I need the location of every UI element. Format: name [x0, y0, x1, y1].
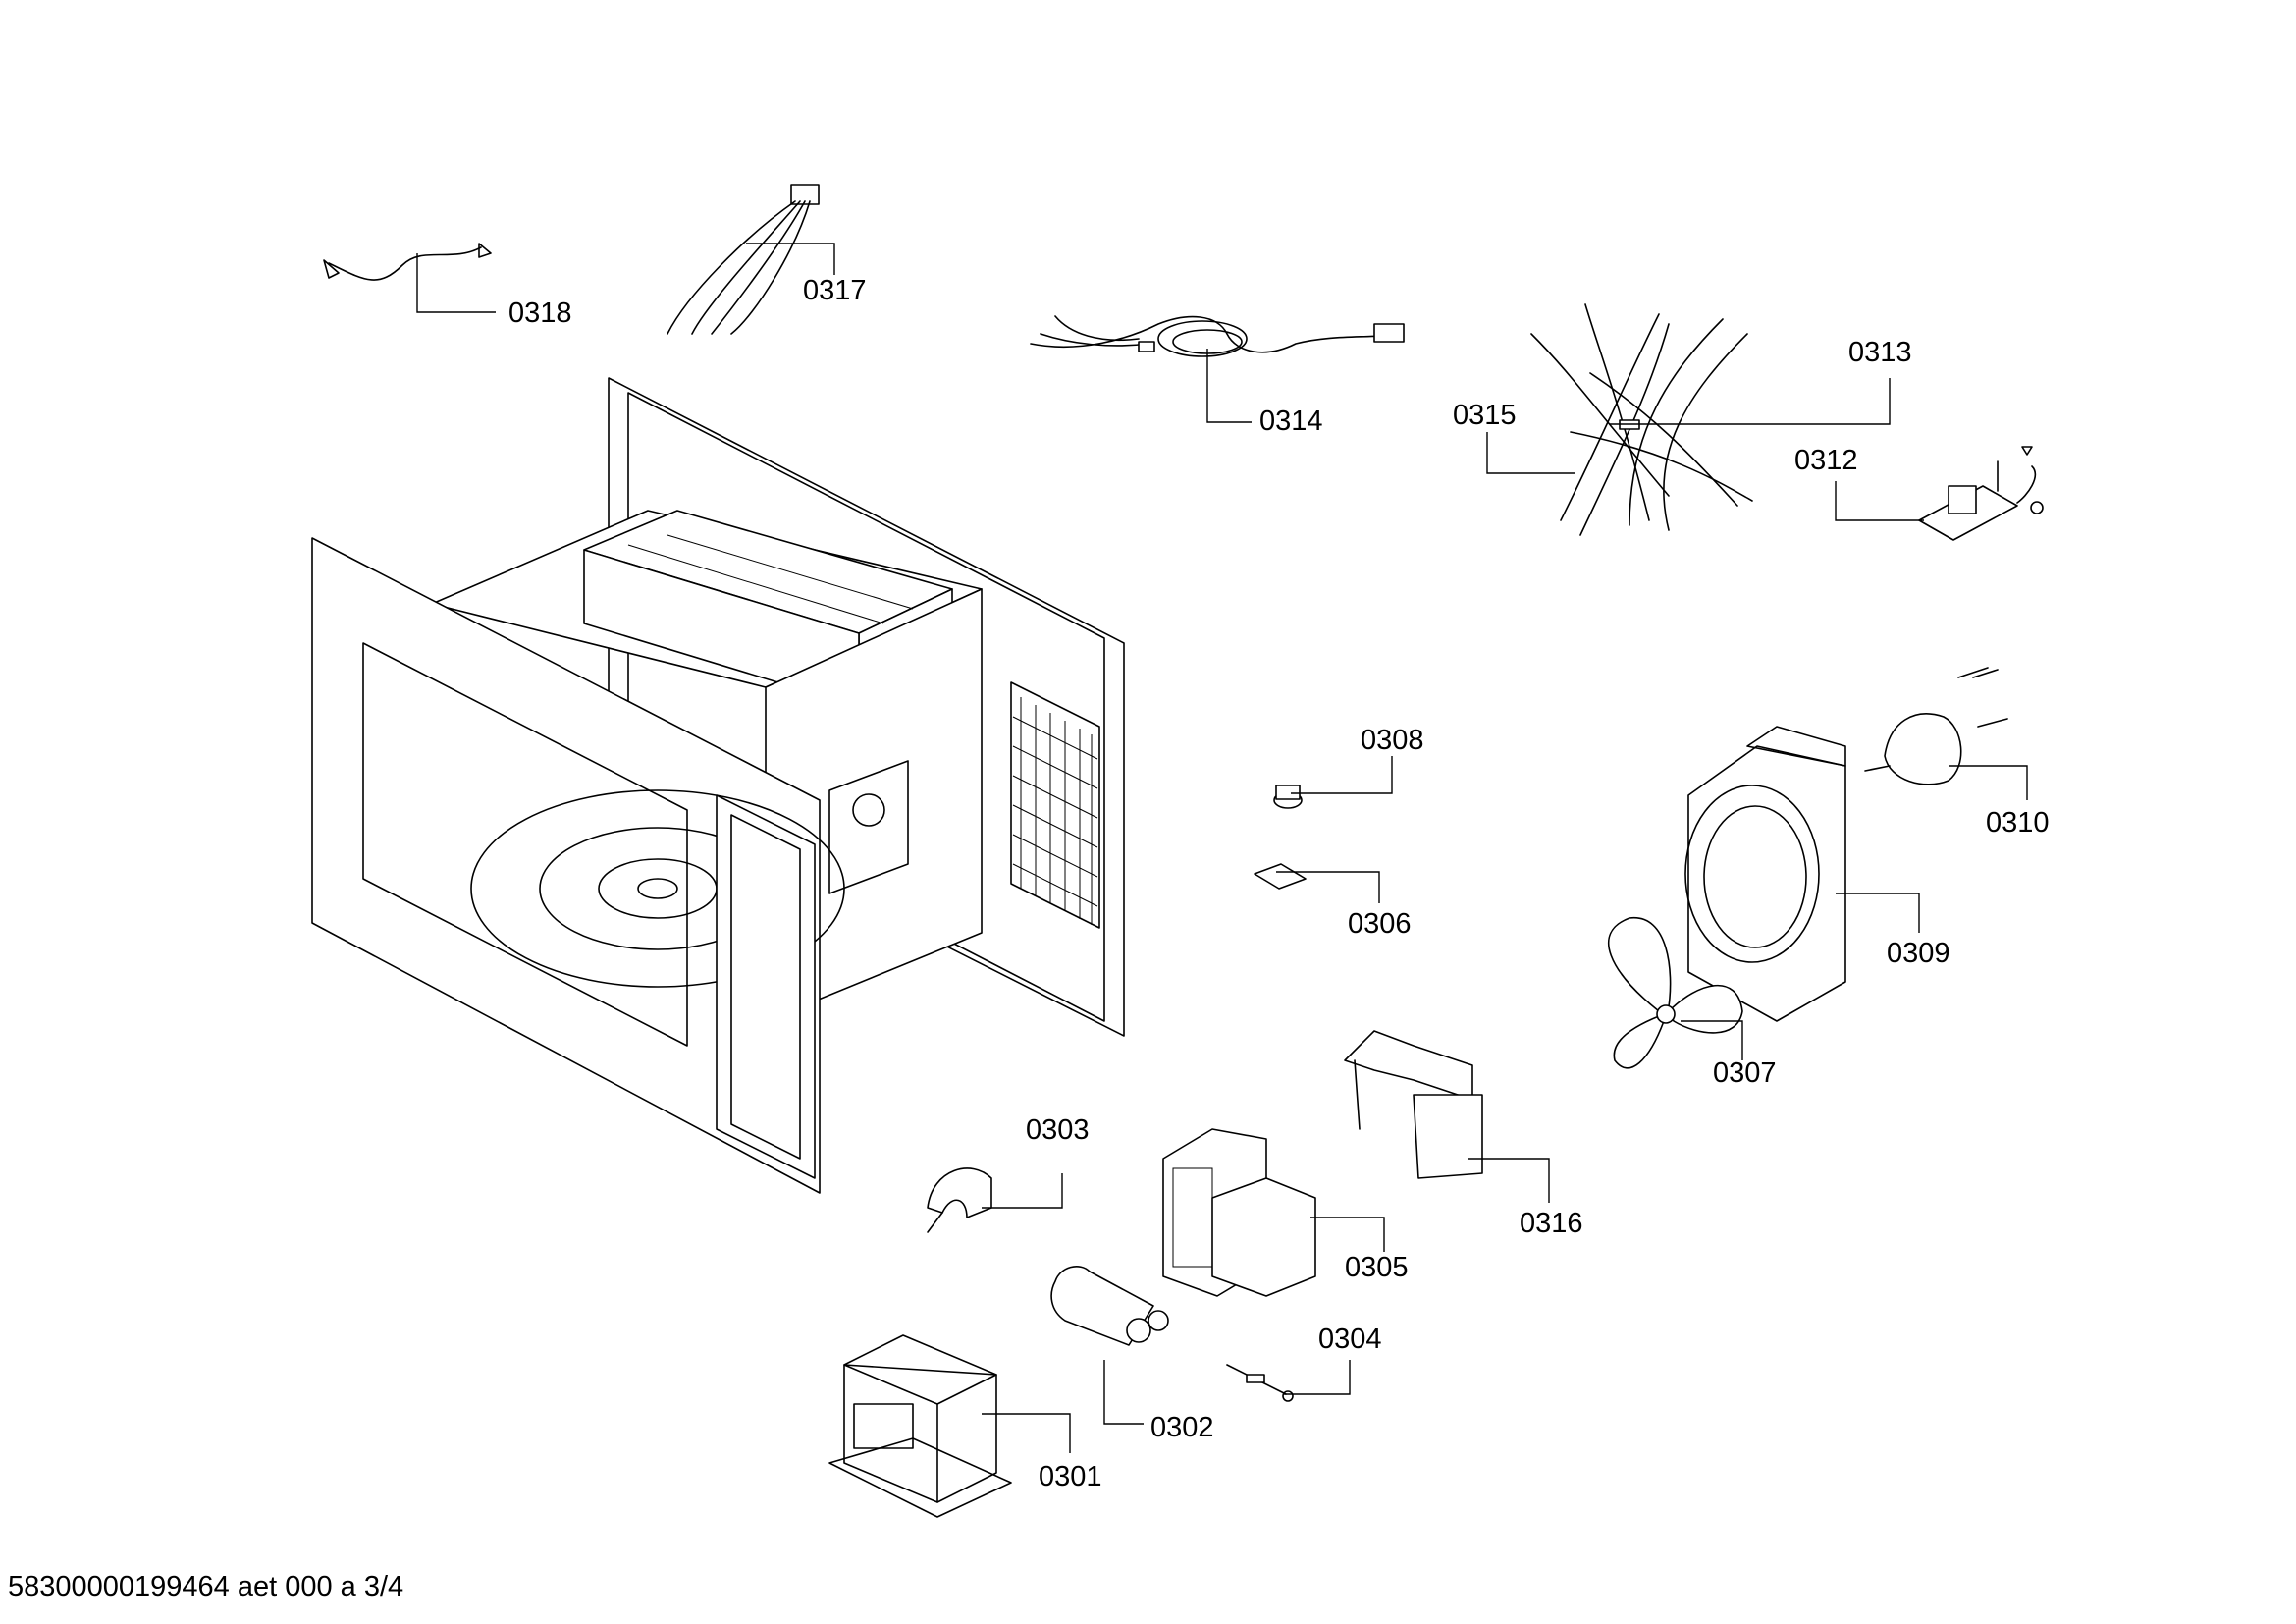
part-label-0304: 0304 — [1318, 1324, 1382, 1355]
magnetron-0305 — [1162, 1128, 1316, 1297]
circuit-board-0312 — [1918, 446, 2044, 541]
fan-shroud-0309 — [1684, 726, 1846, 1022]
wire-harness-0317 — [667, 184, 820, 335]
transformer-0301 — [828, 1334, 1012, 1518]
part-label-0310: 0310 — [1986, 807, 2050, 839]
part-label-0308: 0308 — [1361, 725, 1424, 756]
fan-motor-0310 — [1864, 667, 2008, 785]
part-label-0314: 0314 — [1259, 406, 1323, 437]
part-label-0313: 0313 — [1848, 337, 1912, 368]
document-footer: 58300000199464 aet 000 a 3/4 — [8, 1571, 404, 1602]
leader-lines — [416, 243, 2028, 1453]
part-label-0307: 0307 — [1713, 1057, 1777, 1089]
part-label-0315: 0315 — [1453, 400, 1517, 431]
capacitor-0302 — [1050, 1266, 1169, 1346]
part-labels: 0301 0302 0303 0304 0305 0306 0307 0308 … — [508, 275, 2050, 1492]
part-label-0316: 0316 — [1520, 1208, 1583, 1239]
wire-0318 — [323, 243, 492, 281]
wire-harness-0315 — [1530, 303, 1753, 536]
part-label-0303: 0303 — [1026, 1114, 1090, 1146]
part-label-0301: 0301 — [1039, 1461, 1102, 1492]
thermostat-0308 — [1273, 785, 1303, 809]
air-guide-0316 — [1344, 1030, 1483, 1179]
part-label-0302: 0302 — [1150, 1412, 1214, 1443]
part-label-0305: 0305 — [1345, 1252, 1409, 1283]
part-label-0318: 0318 — [508, 298, 572, 329]
part-label-0312: 0312 — [1794, 445, 1858, 476]
diode-0304 — [1226, 1364, 1294, 1402]
part-label-0309: 0309 — [1887, 938, 1950, 969]
part-label-0317: 0317 — [803, 275, 867, 306]
oven-cavity-housing — [311, 377, 1125, 1194]
bracket-0306 — [1254, 863, 1307, 890]
part-label-0306: 0306 — [1348, 908, 1412, 940]
bracket-0303 — [927, 1167, 992, 1233]
wire-harness-0314 — [1030, 315, 1405, 357]
